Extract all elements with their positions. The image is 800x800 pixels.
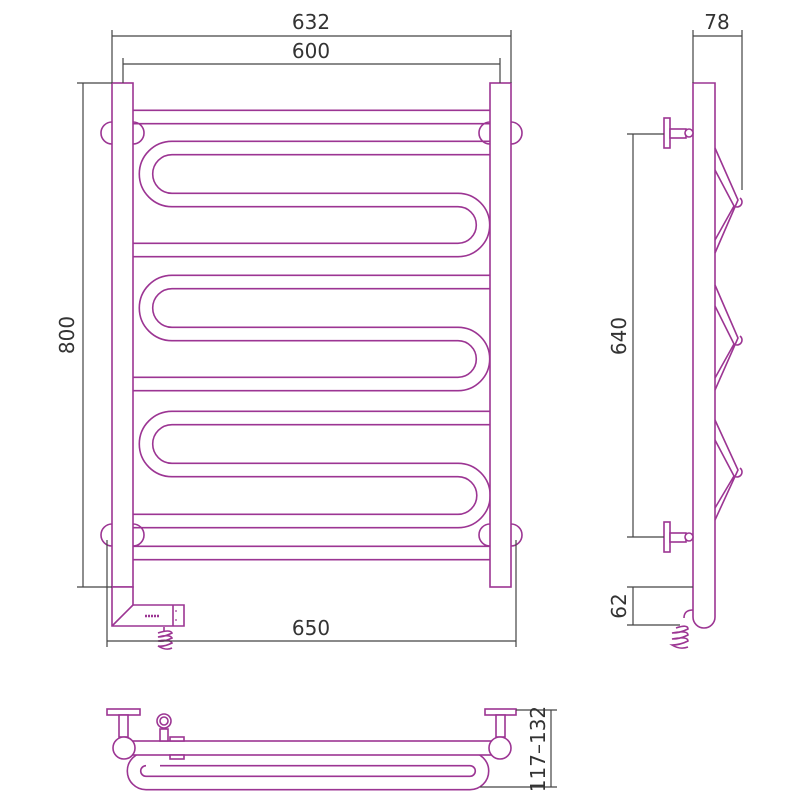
dim-78: 78 [704,10,729,34]
dim-62: 62 [607,593,631,618]
wall-bracket-bottom [663,521,694,553]
heater-box [111,586,185,627]
front-view [100,82,523,650]
serpentine-tube [125,109,498,561]
heater-coil-icon [157,627,174,650]
wall-mount-bottom [100,523,523,547]
zigzag-tubes [714,147,743,521]
top-heater-cap [156,713,172,742]
top-view [106,708,517,791]
dim-800: 800 [55,316,79,354]
right-post [489,82,512,588]
dimensions-top: 117–132 [480,706,557,792]
top-wall-mount-left [106,708,141,760]
left-post [111,82,134,588]
dim-600: 600 [292,39,330,63]
wall-mount-top [100,121,523,145]
dim-640: 640 [607,317,631,355]
dim-117-132: 117–132 [526,706,550,792]
wall-bracket-top [663,117,694,149]
dimensions-front: 632 600 800 650 [55,10,517,647]
side-view [663,82,743,649]
dim-632: 632 [292,10,330,34]
top-wall-mount-right [484,708,517,760]
dimensions-side: 78 640 62 [607,10,743,626]
side-heater-coil-icon [669,609,694,649]
dim-650: 650 [292,616,330,640]
